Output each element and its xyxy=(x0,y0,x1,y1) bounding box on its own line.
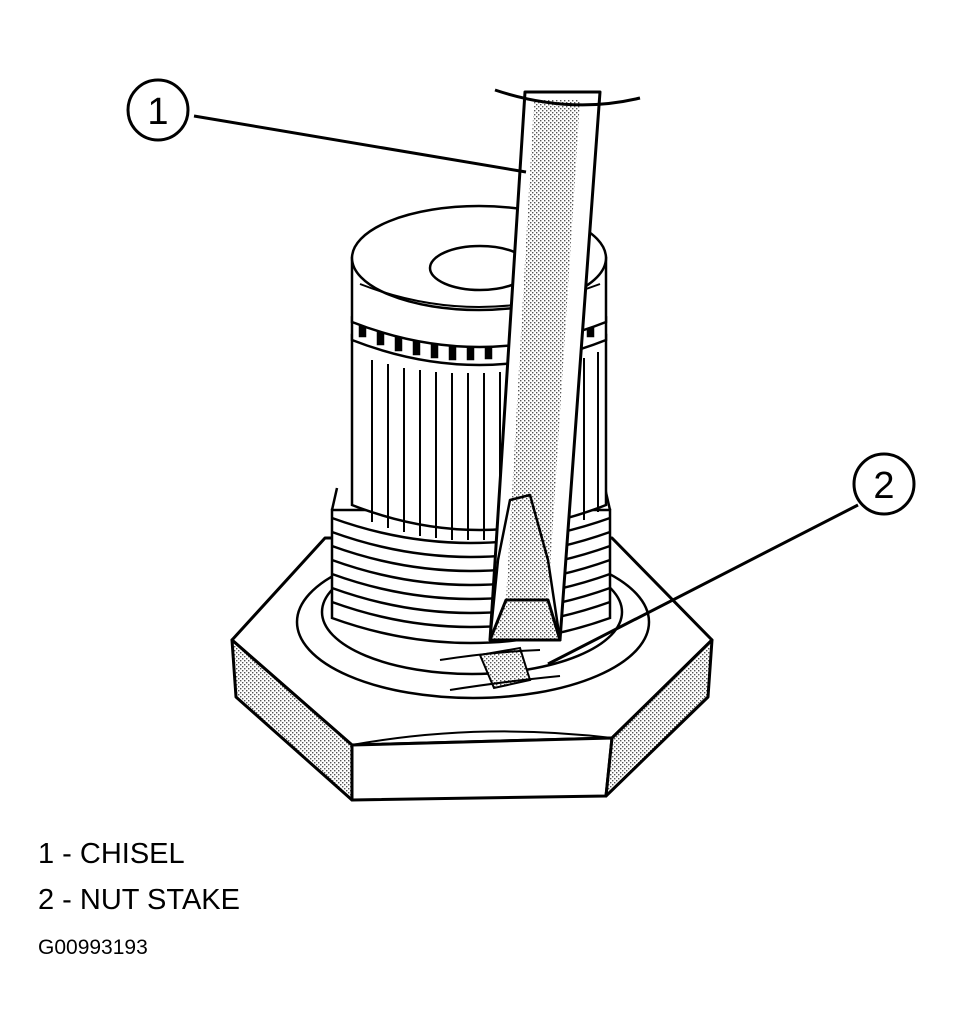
callout-2-leader xyxy=(547,503,859,666)
chisel xyxy=(488,88,641,642)
figure-id: G00993193 xyxy=(38,936,148,959)
callout-1: 1 xyxy=(126,78,190,142)
callout-2-number: 2 xyxy=(873,465,894,507)
legend-item-nut-stake: 2 - NUT STAKE xyxy=(38,884,240,916)
callout-2: 2 xyxy=(852,452,916,516)
nut-stake xyxy=(439,646,561,691)
legend-item-chisel: 1 - CHISEL xyxy=(38,838,185,870)
callout-1-leader xyxy=(193,114,527,174)
callout-1-number: 1 xyxy=(147,91,168,133)
